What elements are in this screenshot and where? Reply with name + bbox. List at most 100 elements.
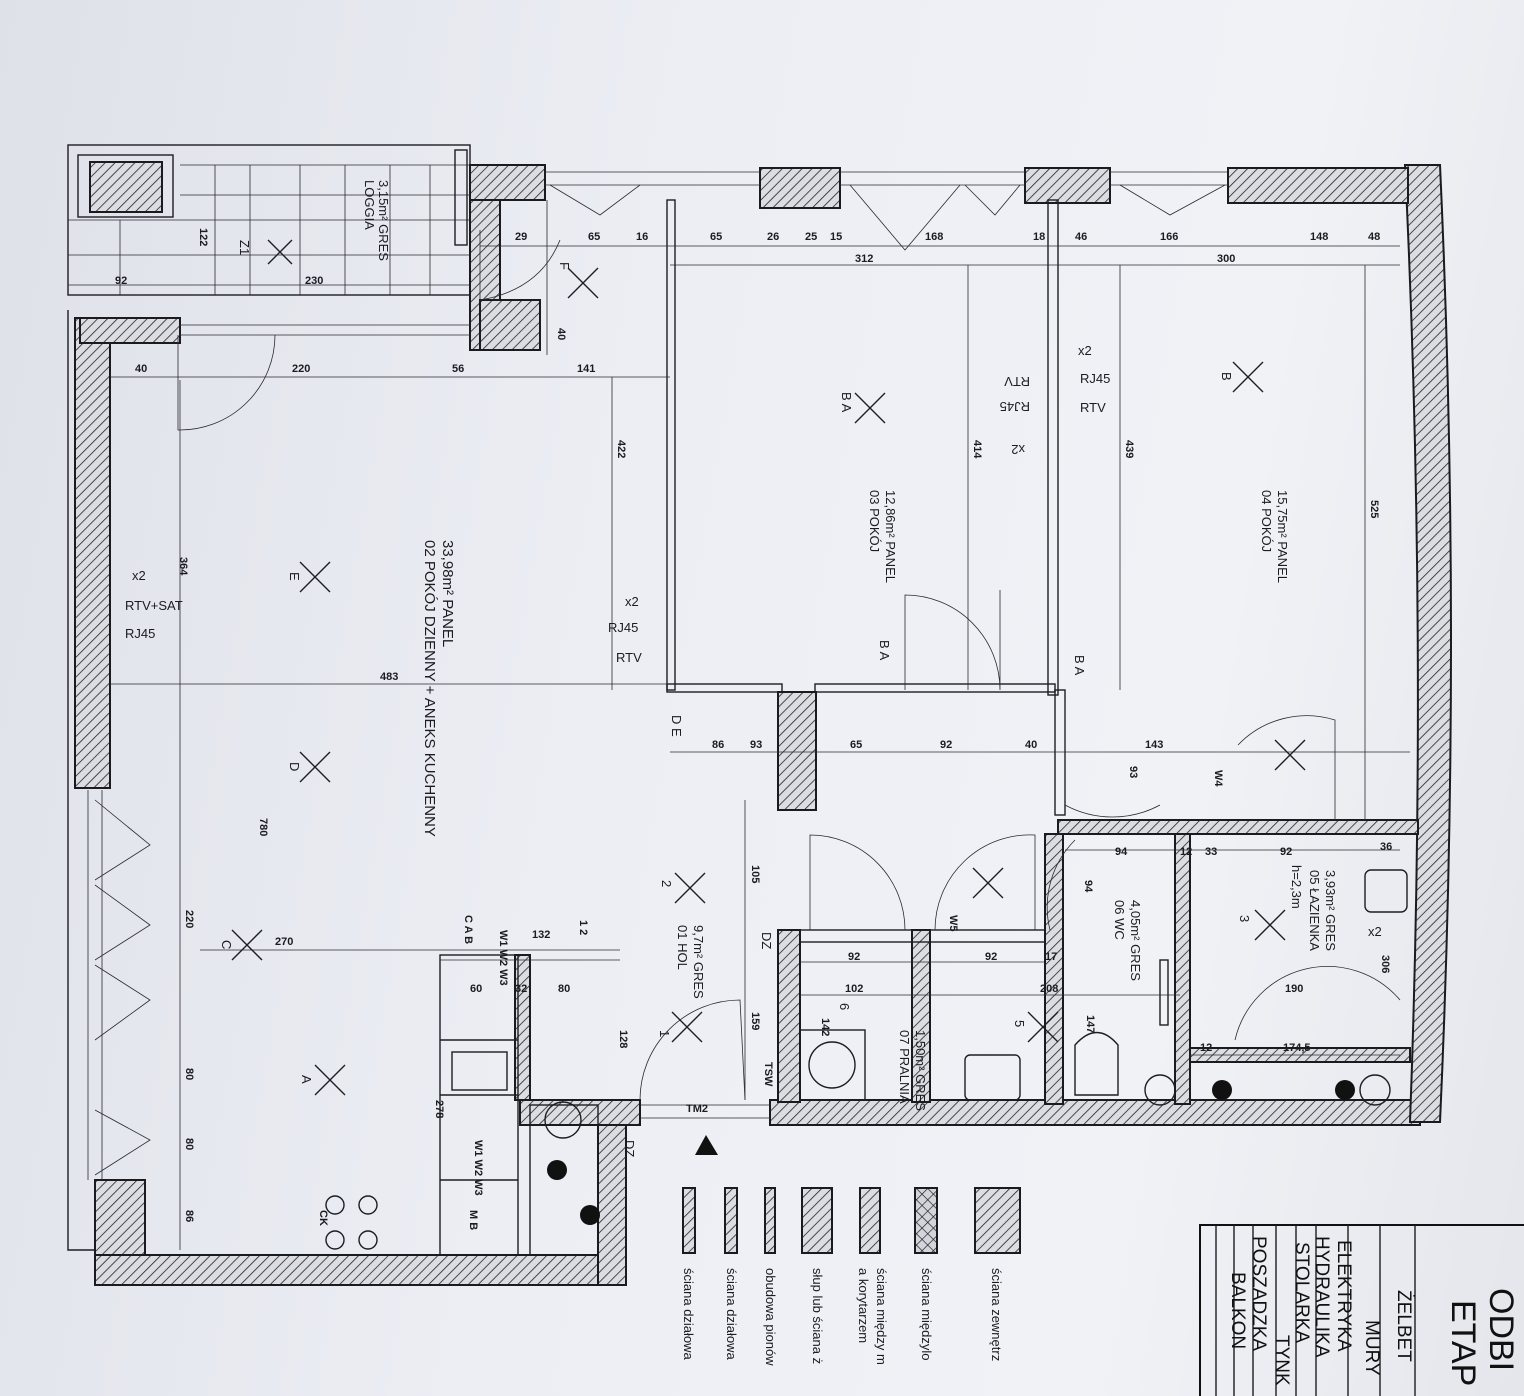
dim: 56	[452, 363, 464, 375]
switch-de: D E	[669, 715, 684, 737]
dim: 80	[558, 983, 570, 995]
socket-ck: CK	[317, 1210, 329, 1226]
dim: 93	[1127, 766, 1139, 778]
dim: 92	[1280, 846, 1292, 858]
dim: 94	[1115, 846, 1128, 858]
room-05-name: 05 ŁAZIENKA	[1307, 870, 1322, 951]
room-06-area: 4,05m² GRES	[1128, 900, 1143, 981]
dim: 166	[1160, 231, 1178, 243]
dim: 174,5	[1283, 1042, 1311, 1054]
socket-w1w2w3: W1 W2 W3	[497, 930, 509, 986]
dim: 220	[183, 910, 195, 928]
dim: 132	[532, 929, 550, 941]
legend-label: ściana między m	[874, 1268, 889, 1365]
dim: 48	[1368, 231, 1380, 243]
dim: 40	[555, 328, 567, 340]
legend-label: ściana działowa	[681, 1268, 696, 1361]
socket-rtv-sat: RTV+SAT	[125, 598, 183, 613]
dim: 102	[845, 983, 863, 995]
dim: 86	[712, 739, 724, 751]
dim: 300	[1217, 253, 1235, 265]
legend-swatch	[724, 1187, 738, 1254]
title-row: TYNK	[1271, 1335, 1292, 1386]
dim: 17	[1045, 951, 1057, 963]
title-heading-1: ODBI	[1482, 1288, 1520, 1371]
dim: 65	[710, 231, 722, 243]
legend-swatch	[974, 1187, 1021, 1254]
dim: 32	[515, 983, 527, 995]
interior-walls	[514, 199, 1419, 1105]
dim: 40	[1025, 739, 1037, 751]
title-row: HYDRAULIKA	[1311, 1236, 1332, 1358]
room-06-name: 06 WC	[1112, 900, 1127, 940]
dim: 190	[1285, 983, 1303, 995]
legend-label: obudowa pionów	[763, 1268, 778, 1366]
room-02-area: 33,98m² PANEL	[439, 540, 456, 647]
socket-rj45: RJ45	[125, 626, 155, 641]
marker-6: 6	[837, 1003, 852, 1010]
dim: 141	[577, 363, 595, 375]
marker-1-hol: 1	[657, 1030, 672, 1037]
dim: 148	[1310, 231, 1328, 243]
dim: 159	[749, 1012, 761, 1030]
legend-label: ściana międzylo	[919, 1268, 934, 1361]
legend-swatch	[764, 1187, 776, 1254]
dim: 93	[750, 739, 762, 751]
legend-label: ściana działowa	[724, 1268, 739, 1361]
dim: 364	[177, 557, 189, 576]
dim: 36	[1380, 841, 1392, 853]
socket-x2-03b: x2	[1011, 442, 1025, 457]
tsw-label: TSW	[762, 1062, 774, 1087]
legend-swatch	[682, 1187, 696, 1254]
marker-letters: Z1 F E D C A B A B 2 1 5 3 6 B A D E B A	[219, 240, 1252, 1084]
dim: 439	[1123, 440, 1135, 458]
loggia-area: 3,15m² GRES	[376, 180, 391, 261]
dim: 168	[925, 231, 943, 243]
dim: 60	[470, 983, 482, 995]
entrance-arrow-icon	[695, 1135, 718, 1155]
socket-w5: W5	[947, 915, 959, 932]
socket-x2-04: x2	[1078, 343, 1092, 358]
dim: 128	[617, 1030, 629, 1048]
dim: 92	[848, 951, 860, 963]
dim: 422	[615, 440, 627, 458]
legend-label: a korytarzem	[856, 1268, 871, 1343]
socket-w4: W4	[1212, 770, 1224, 787]
dim: 278	[433, 1100, 445, 1118]
socket-x2: x2	[132, 568, 146, 583]
kitchen-units	[325, 954, 599, 1256]
socket-rtv-04: RTV	[1080, 400, 1106, 415]
light-markers	[231, 239, 1306, 1096]
dim: 220	[292, 363, 310, 375]
room-07-area: 1,50m² GRES	[913, 1030, 928, 1111]
electrical-annotations: x2 RTV+SAT RJ45 x2 RJ45 RTV x2 RTV RJ45 …	[125, 343, 1382, 1230]
title-row: BALKON	[1227, 1272, 1248, 1349]
dim: 25	[805, 231, 817, 243]
dim: 80	[183, 1068, 195, 1080]
dim: 270	[275, 936, 293, 948]
dimension-values: 122 92 230 29 65 16 65 26 25 15 168 18 4…	[115, 228, 1392, 1222]
marker-b-04: B	[1219, 372, 1234, 381]
socket-rtv-03b: RTV	[1004, 374, 1030, 389]
dim: 80	[183, 1138, 195, 1150]
marker-5: 5	[1012, 1020, 1027, 1027]
sanitary-fixtures	[799, 869, 1408, 1106]
dim: 46	[1075, 231, 1087, 243]
marker-3: 3	[1237, 915, 1252, 922]
dz-label: DZ	[759, 932, 774, 949]
dim: 92	[940, 739, 952, 751]
title-row: STOLARKA	[1291, 1242, 1312, 1343]
socket-x2-03: x2	[625, 594, 639, 609]
dimension-lines	[110, 200, 1410, 1250]
marker-e: E	[287, 572, 302, 581]
socket-rj45-03b: RJ45	[1000, 399, 1030, 414]
title-row: ELEKTRYKA	[1333, 1240, 1354, 1352]
dim: 483	[380, 671, 398, 683]
switch-ba-03: B A	[877, 640, 892, 661]
doors	[177, 230, 1401, 1101]
dim: 414	[971, 440, 983, 459]
dim: 147	[1084, 1015, 1096, 1033]
socket-rj45-03: RJ45	[608, 620, 638, 635]
